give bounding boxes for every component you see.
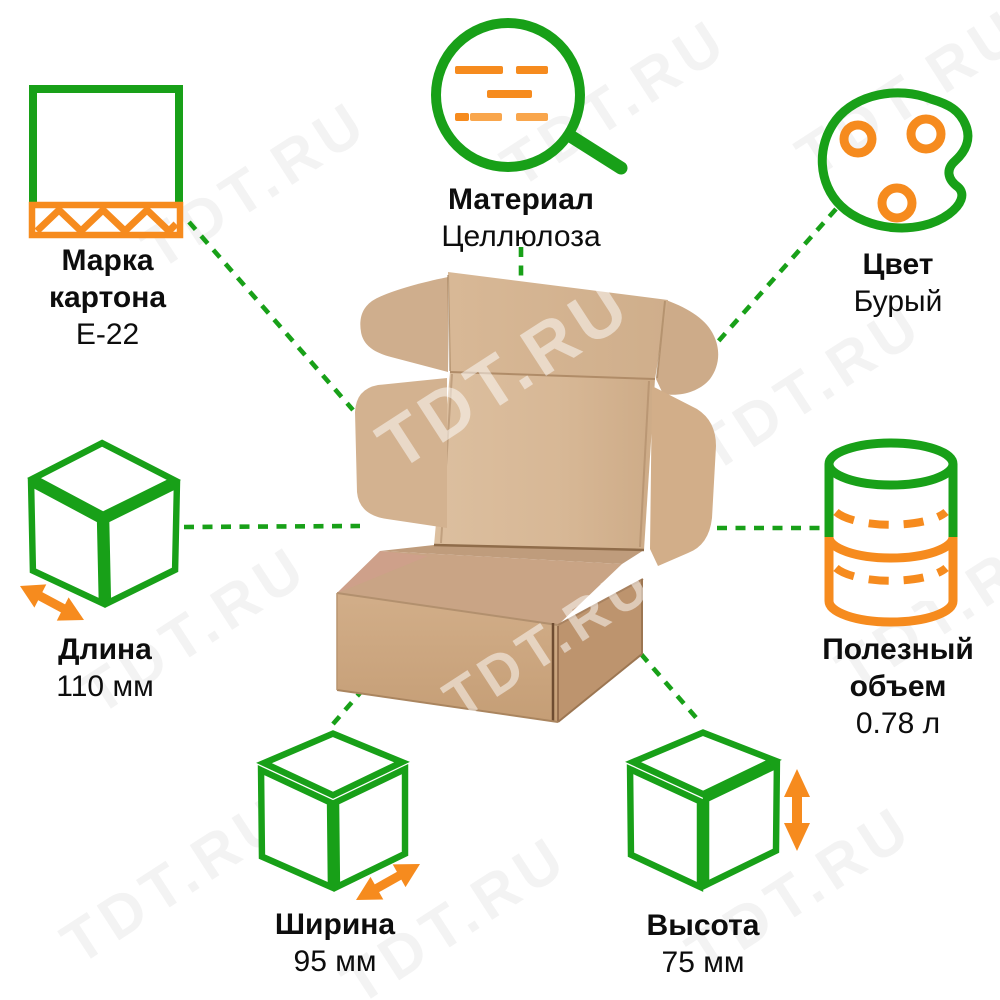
width-value: 95 мм: [293, 945, 377, 978]
box-right-face: [558, 579, 643, 722]
grade-label-line1: Марка: [61, 244, 154, 277]
volume-label-line2: объем: [849, 670, 947, 703]
material-label: Материал: [448, 183, 594, 216]
box-interior-floor: [337, 551, 622, 625]
box-lid-left-ear: [355, 378, 447, 528]
feature-grade: Марка картона Е-22: [10, 242, 205, 353]
cube-width-arrow-icon: [256, 730, 420, 900]
color-value: Бурый: [853, 285, 943, 318]
width-arrow: [356, 864, 420, 900]
cylinder-volume-icon: [824, 438, 958, 627]
height-arrow: [784, 769, 810, 851]
volume-label-line1: Полезный: [822, 633, 974, 666]
feature-height: Высота 75 мм: [608, 907, 798, 981]
feature-width: Ширина 95 мм: [240, 906, 430, 980]
length-arrow: [20, 584, 84, 621]
color-label: Цвет: [862, 248, 934, 281]
cube-height-arrow-icon: [625, 729, 810, 892]
grade-value: Е-22: [75, 318, 140, 351]
box-top-flap-left-ear: [360, 277, 448, 372]
feature-color: Цвет Бурый: [798, 246, 998, 320]
box-front-face: [337, 593, 558, 722]
box-interior-back: [380, 545, 644, 564]
open-cardboard-box-photo: TDT.RU TDT.RU: [336, 264, 719, 731]
box-top-flap-right-ear: [656, 300, 719, 395]
connector-grade: [187, 220, 355, 412]
magnifier-icon: [431, 18, 628, 175]
box-lid-panel: [434, 372, 655, 550]
height-value: 75 мм: [661, 946, 745, 979]
volume-value: 0.78 л: [855, 707, 941, 740]
box-top-flap: [448, 272, 668, 379]
box-lid-right-ear: [650, 386, 716, 566]
length-value: 110 мм: [56, 670, 154, 703]
connector-height: [639, 652, 701, 723]
grade-label-line2: картона: [48, 281, 167, 314]
connector-color: [705, 207, 838, 356]
length-label: Длина: [58, 633, 152, 666]
height-label: Высота: [646, 909, 760, 942]
width-label: Ширина: [274, 908, 396, 941]
feature-material: Материал Целлюлоза: [406, 181, 636, 255]
feature-length: Длина 110 мм: [10, 631, 200, 705]
material-value: Целлюлоза: [441, 220, 601, 253]
connector-length: [183, 523, 361, 530]
cardboard-grade-icon: [28, 85, 184, 239]
feature-volume: Полезный объем 0.78 л: [790, 631, 1000, 742]
box-interior-shadow: [337, 551, 428, 593]
cube-length-arrow-icon: [20, 439, 182, 621]
palette-icon: [817, 88, 973, 233]
